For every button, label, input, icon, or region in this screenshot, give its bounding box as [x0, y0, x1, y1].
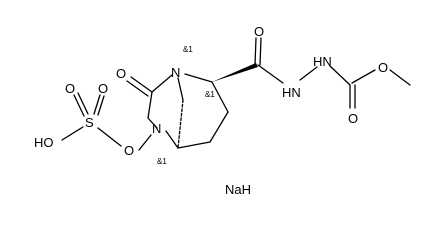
- structure-canvas: N O N O S O O HO O HN HN O O &1 &1 &1 Na…: [34, 24, 411, 197]
- atom-hn-1: HN: [282, 85, 301, 100]
- wedge-c2-amide: [212, 63, 258, 82]
- bond-s-oh: [61, 126, 84, 141]
- stereo-mark-c5: &1: [157, 157, 167, 166]
- stereo-marks: &1 &1 &1: [157, 45, 215, 166]
- bond-ringN-c5: [165, 130, 179, 149]
- bond-amide-o: [254, 37, 257, 66]
- bond-c8-ringN: [147, 117, 158, 129]
- bond-ringN-o: [138, 134, 152, 151]
- atom-o-carbonyl: O: [348, 111, 358, 126]
- stereo-mark-c2: &1: [205, 90, 215, 99]
- bonds: [61, 37, 411, 151]
- atom-hn-2: HN: [313, 54, 332, 69]
- stereo-mark-n-bridge: &1: [183, 45, 193, 54]
- atom-o-ester: O: [378, 60, 388, 75]
- atom-ho: HO: [34, 135, 54, 150]
- bond-c2-c3: [211, 81, 229, 113]
- bond-hn-carbonyl: [329, 65, 351, 86]
- bond-s-o-left-double: [73, 94, 85, 117]
- bond-c7-o-double: [126, 80, 149, 97]
- bond-c6-c5: [177, 99, 184, 149]
- atom-o-lactam: O: [116, 66, 126, 81]
- bond-s-o-left: [77, 92, 89, 115]
- atom-s: S: [85, 115, 94, 130]
- bond-oester-methyl: [389, 69, 411, 86]
- bond-carbonyl-oester: [351, 69, 376, 84]
- bond-c3-c4: [209, 111, 229, 143]
- bond-bridgeN-c6: [177, 77, 184, 101]
- atom-n-ring: N: [152, 121, 161, 136]
- bond-c7-o: [130, 76, 153, 93]
- chemical-structure: N O N O S O O HO O HN HN O O &1 &1 &1 Na…: [34, 24, 411, 197]
- bond-bridgeN-c2: [184, 73, 213, 83]
- atom-o-ring: O: [124, 143, 134, 158]
- bond-o-s: [97, 127, 122, 147]
- bond-bridgeN-c7: [151, 74, 173, 93]
- atom-n-bridge: N: [171, 65, 180, 80]
- bond-hn-hn: [299, 66, 318, 81]
- atom-labels: N O N O S O O HO O HN HN O O: [34, 24, 388, 158]
- bond-c7-c8: [147, 91, 153, 119]
- atom-o-s-top-right: O: [98, 81, 108, 96]
- bond-amide-o-double: [259, 37, 262, 66]
- bond-c4-c5: [177, 141, 211, 149]
- bond-s-o-right-double: [97, 95, 105, 116]
- atom-o-amide: O: [254, 24, 264, 39]
- bond-amide-hn: [257, 64, 284, 84]
- atom-o-s-top-left: O: [65, 81, 75, 96]
- bond-s-o-right: [93, 94, 101, 115]
- counterion-label: NaH: [225, 182, 251, 197]
